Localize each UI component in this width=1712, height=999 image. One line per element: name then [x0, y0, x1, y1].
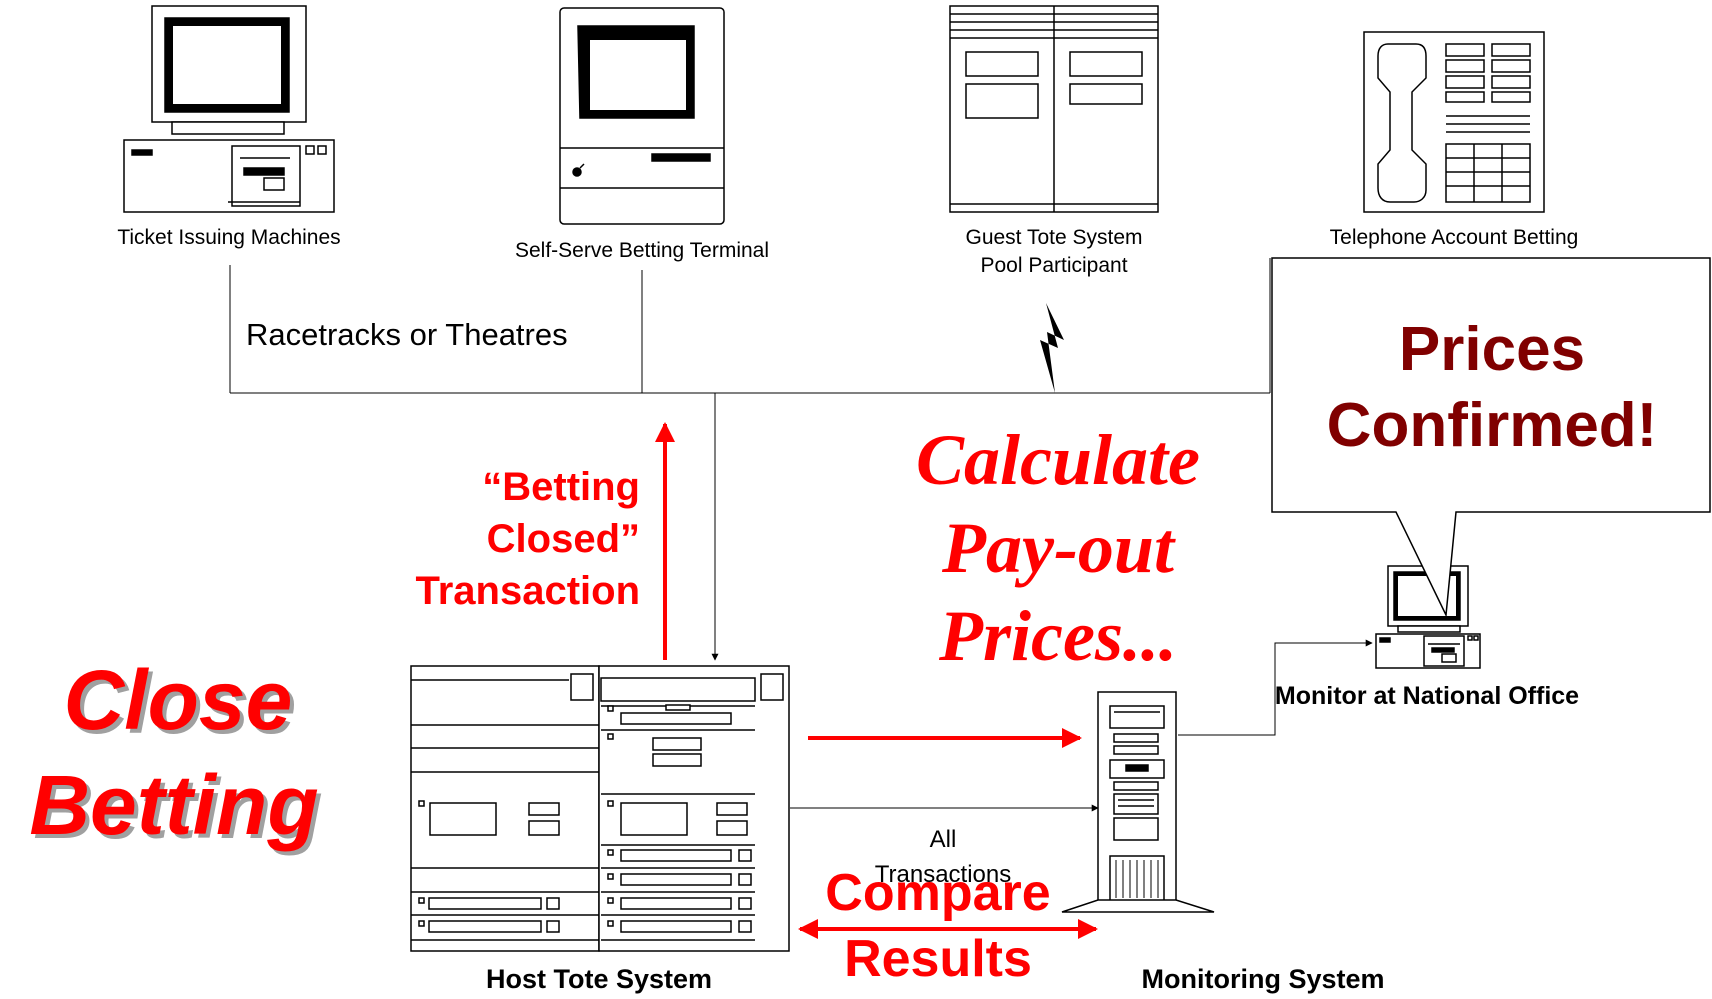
- label-guest-tote-2: Pool Participant: [980, 254, 1127, 277]
- slide-title-line1: Close: [64, 653, 293, 747]
- network-lines: [229, 258, 1373, 812]
- lightning-bolt-icon: [1040, 303, 1064, 393]
- label-ticket-machines: Ticket Issuing Machines: [117, 226, 340, 249]
- label-monitoring: Monitoring System: [1141, 964, 1384, 994]
- label-guest-tote-1: Guest Tote System: [965, 226, 1142, 249]
- label-host: Host Tote System: [486, 964, 712, 994]
- monitoring-tower-icon: [1061, 691, 1215, 913]
- title-shadow-2: Betting: [33, 762, 322, 856]
- calculate-line2: Pay-out: [941, 508, 1176, 588]
- telephone-icon: [1363, 31, 1545, 213]
- betting-closed-line3: Transaction: [415, 569, 640, 613]
- host-tote-rack-icon: [410, 665, 790, 952]
- national-pc-icon: [1375, 565, 1481, 669]
- betting-closed-line2: Closed”: [487, 517, 640, 561]
- prices-line2: Confirmed!: [1327, 391, 1658, 460]
- label-self-serve: Self-Serve Betting Terminal: [515, 239, 769, 262]
- compare-line2: Results: [844, 930, 1032, 988]
- terminal-icon: [559, 7, 725, 225]
- slide-title-line2: Betting: [29, 758, 318, 852]
- red-arrows: [655, 422, 1098, 939]
- tote-server-icon: [949, 5, 1159, 213]
- label-all-transactions-2: Transactions: [875, 861, 1012, 888]
- prices-confirmed-bubble: [1271, 257, 1711, 618]
- calculate-line1: Calculate: [916, 420, 1200, 500]
- betting-closed-line1: “Betting: [482, 465, 640, 509]
- prices-line1: Prices: [1399, 315, 1585, 384]
- title-shadow-1: Close: [68, 657, 297, 751]
- label-telephone: Telephone Account Betting: [1330, 226, 1579, 249]
- compare-line1: Compare: [825, 864, 1050, 922]
- label-all-transactions-1: All: [930, 826, 957, 853]
- label-national-monitor: Monitor at National Office: [1275, 682, 1579, 710]
- network-label: Racetracks or Theatres: [246, 317, 568, 352]
- pc-icon: [123, 5, 335, 213]
- calculate-line3: Prices...: [938, 596, 1177, 676]
